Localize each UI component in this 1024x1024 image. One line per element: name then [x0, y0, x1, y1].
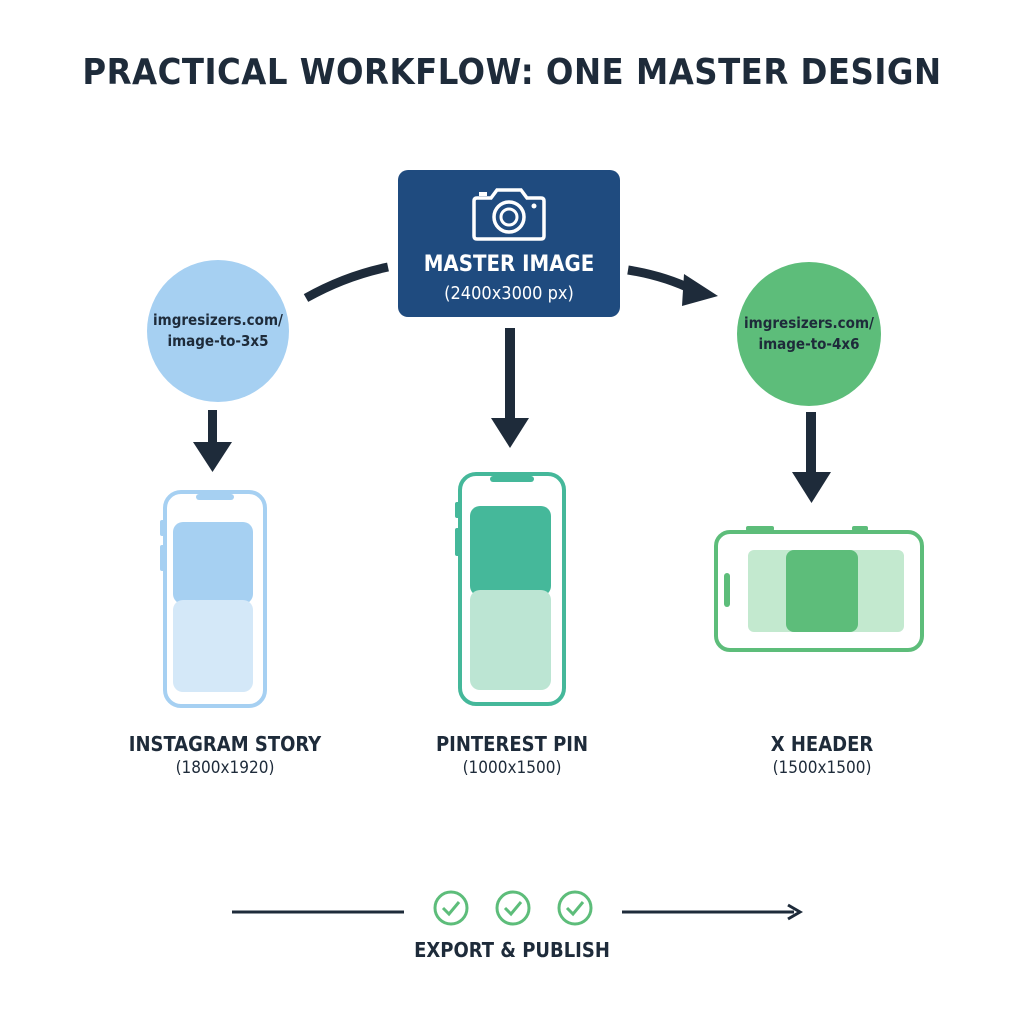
master-image-box: MASTER IMAGE (2400x3000 px) [398, 170, 620, 317]
resizer-url-line2: image-to-3x5 [167, 332, 269, 350]
page-title: PRACTICAL WORKFLOW: ONE MASTER DESIGN [82, 52, 942, 93]
resizer-url-line1: imgresizers.com/ [744, 314, 874, 332]
resizer-url-line1: imgresizers.com/ [153, 311, 283, 329]
export-publish-label: EXPORT & PUBLISH [414, 938, 610, 962]
camera-icon [472, 188, 546, 241]
resizer-circle-3x5[interactable]: imgresizers.com/ image-to-3x5 [147, 260, 289, 402]
output-name-pinterest: PINTEREST PIN [435, 732, 589, 756]
phone-landscape-icon [714, 526, 924, 652]
resizer-url-line2: image-to-4x6 [758, 335, 860, 353]
phone-portrait-icon [160, 490, 267, 708]
output-size-pinterest: (1000x1500) [462, 758, 562, 778]
output-name-instagram: INSTAGRAM STORY [128, 732, 322, 756]
output-size-x-header: (1500x1500) [772, 758, 872, 778]
curve-arrow-left [303, 262, 389, 302]
master-image-label: MASTER IMAGE [423, 252, 595, 277]
check-circle-icon [557, 890, 593, 926]
master-image-size: (2400x3000 px) [444, 283, 574, 304]
output-size-instagram: (1800x1920) [175, 758, 275, 778]
down-arrow-left [193, 410, 232, 472]
curve-arrow-right-head [682, 274, 718, 306]
output-name-x-header: X HEADER [770, 732, 874, 756]
down-arrow-right [792, 412, 831, 503]
check-circle-icon [495, 890, 531, 926]
down-arrow-center [491, 328, 529, 448]
phone-portrait-icon [455, 472, 566, 706]
footer-arrow-head [787, 903, 803, 921]
check-circle-icon [433, 890, 469, 926]
resizer-circle-4x6[interactable]: imgresizers.com/ image-to-4x6 [737, 262, 881, 406]
